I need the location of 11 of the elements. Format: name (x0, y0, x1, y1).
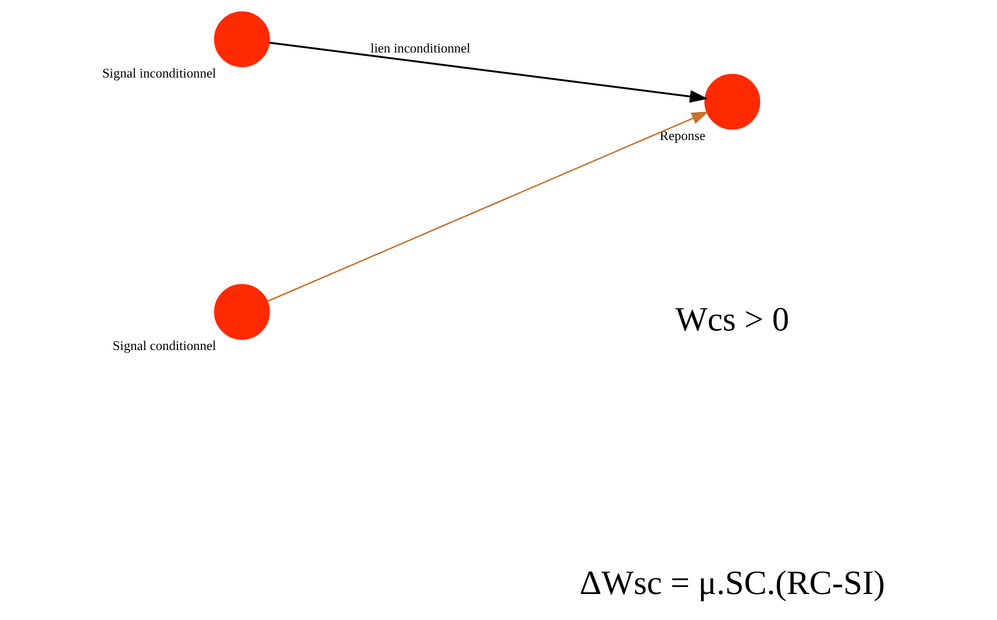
node-label: Reponse (660, 128, 706, 143)
node-circle (704, 74, 760, 130)
label: Wcs > 0 (675, 302, 790, 339)
node-label: Signal conditionnel (112, 338, 216, 353)
arrow (267, 112, 709, 302)
label: ΔWsc = μ.SC.(RC-SI) (580, 564, 885, 602)
edge-label: lien inconditionnel (370, 40, 470, 56)
node-circle (214, 11, 270, 68)
node-label: Signal inconditionnel (102, 65, 216, 80)
arrow (269, 42, 708, 103)
node-circle (214, 284, 270, 340)
